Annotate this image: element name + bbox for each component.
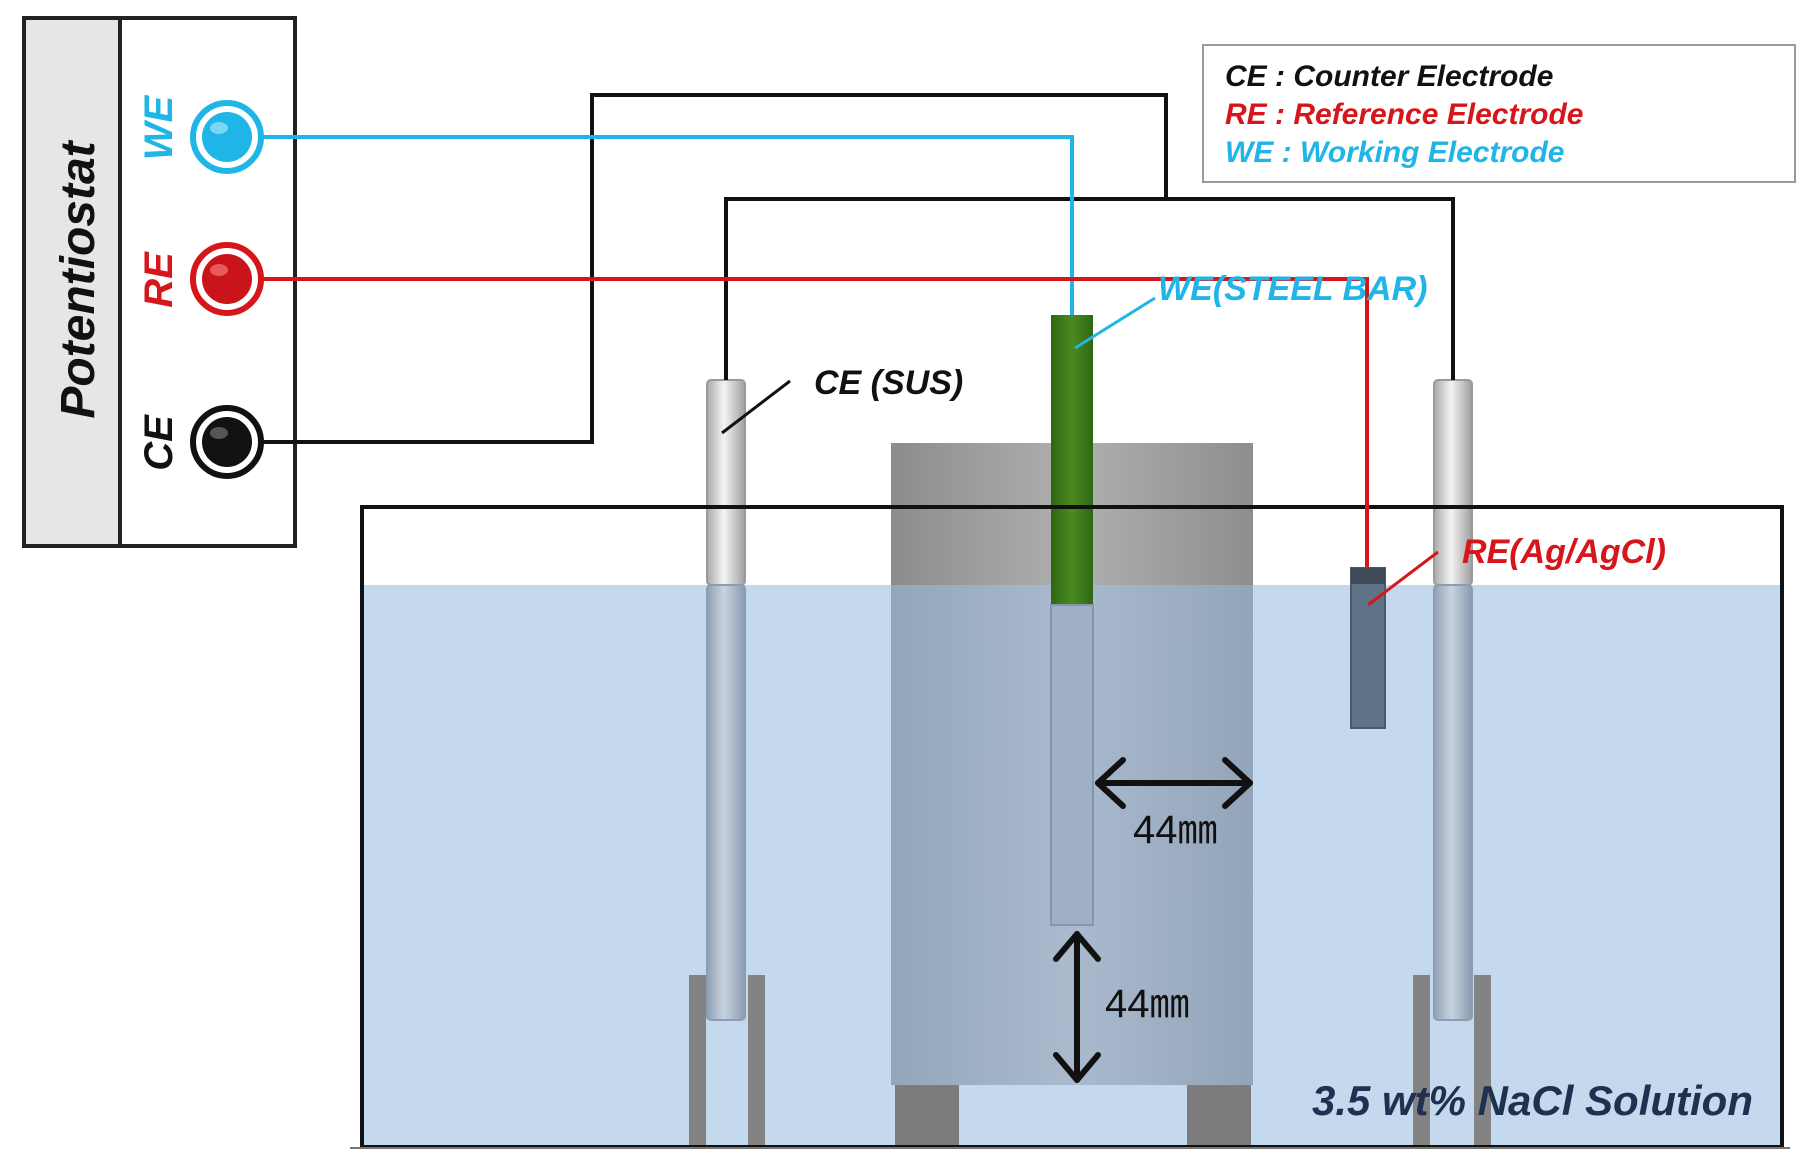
ce-plate-left	[706, 379, 746, 1021]
dimension-arrow-horizontal	[1095, 757, 1253, 809]
legend-item-we: WE : Working Electrode	[1225, 136, 1564, 169]
re-callout-line	[1367, 550, 1439, 607]
we-callout-line	[1074, 296, 1156, 350]
specimen-foot-right	[1187, 1085, 1251, 1147]
ce-label: CE (SUS)	[814, 364, 963, 402]
ce-terminal-jack	[190, 405, 264, 479]
legend-item-re: RE : Reference Electrode	[1225, 98, 1583, 131]
specimen-foot-left	[895, 1085, 959, 1147]
re-label: RE(Ag/AgCl)	[1462, 533, 1666, 571]
ce-stand-left	[689, 975, 765, 1147]
we-label: WE(STEEL BAR)	[1158, 270, 1427, 308]
we-terminal-jack	[190, 100, 264, 174]
reference-electrode	[1350, 567, 1386, 729]
ce-wire	[262, 93, 1455, 444]
we-wire	[262, 135, 1074, 315]
dimension-label-vertical: 44㎜	[1105, 982, 1190, 1026]
re-terminal-jack	[190, 242, 264, 316]
re-wire	[262, 277, 1369, 568]
terminal-label-ce: CE	[137, 414, 181, 471]
ce-plate-right	[1433, 379, 1473, 1021]
terminal-label-re: RE	[137, 251, 181, 308]
legend-box	[1202, 44, 1796, 183]
solution-label: 3.5 wt% NaCl Solution	[1312, 1077, 1753, 1124]
terminal-label-we: WE	[137, 94, 181, 160]
potentiostat-label-panel	[22, 16, 122, 548]
legend-item-ce: CE : Counter Electrode	[1225, 60, 1553, 93]
potentiostat-title: Potentiostat	[52, 139, 105, 418]
legend: CE : Counter Electrode RE : Reference El…	[1202, 44, 1796, 183]
ce-stand-right	[1413, 975, 1491, 1147]
steel-bar-we	[1050, 315, 1094, 926]
dimension-label-horizontal: 44㎜	[1133, 808, 1218, 852]
potentiostat: Potentiostat WE RE CE	[22, 16, 297, 548]
dimension-arrow-vertical	[1053, 931, 1101, 1083]
ce-callout-line	[721, 379, 791, 435]
